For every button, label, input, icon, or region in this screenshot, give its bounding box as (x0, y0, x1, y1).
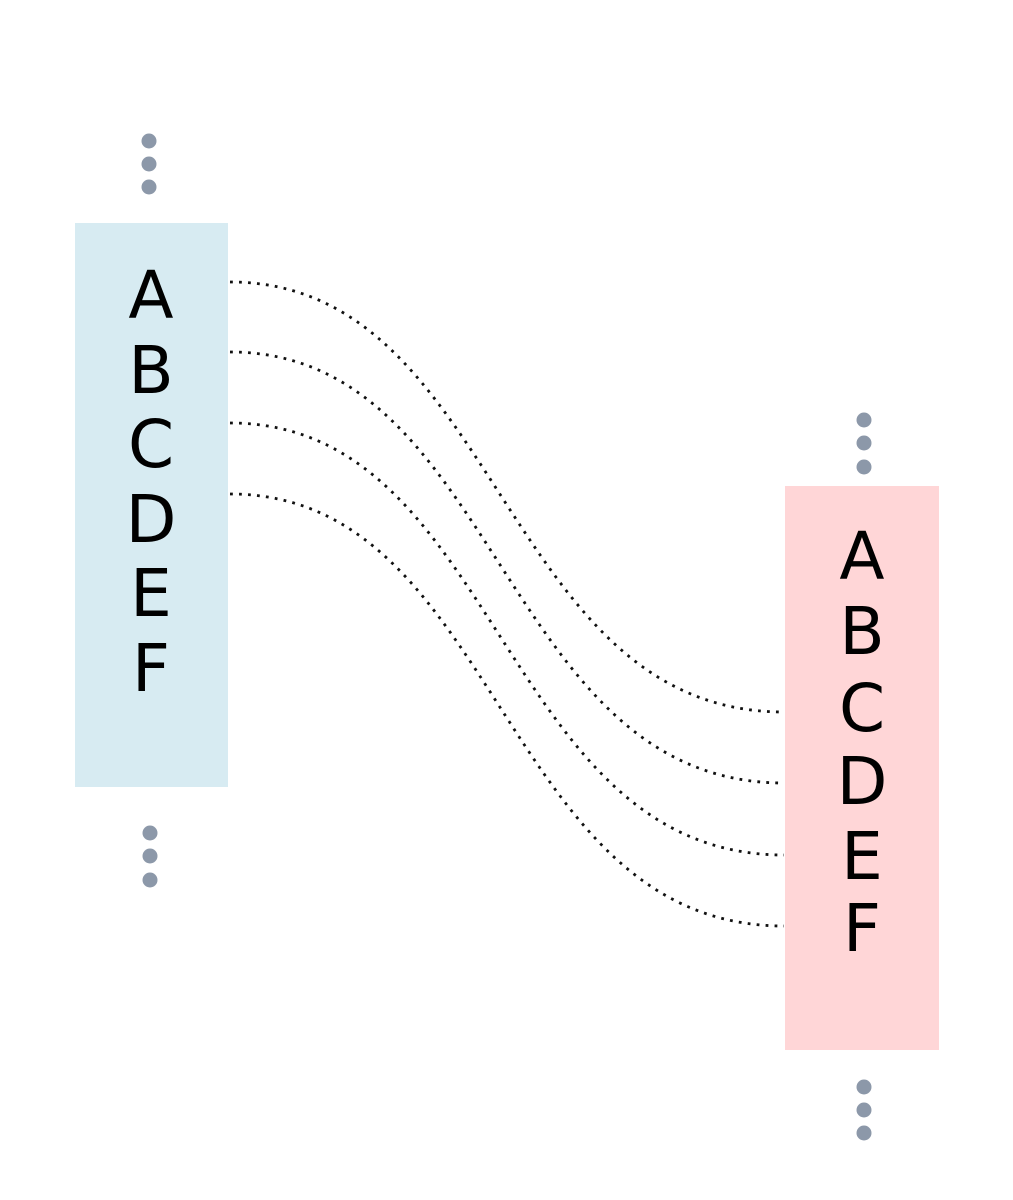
connector-c-to-e (229, 421, 785, 857)
ellipsis-dot (856, 1125, 872, 1141)
left-letter-a: A (128, 257, 173, 334)
ellipsis-dot (856, 1079, 872, 1095)
right-letter-a: A (839, 518, 884, 595)
connector-b-to-d (229, 350, 785, 785)
left-letter-c: C (128, 406, 174, 483)
connector-lines (229, 280, 785, 928)
left-bottom-ellipsis (142, 825, 158, 888)
right-top-ellipsis (856, 412, 872, 475)
ellipsis-dot (141, 133, 157, 149)
connector-a-to-c (229, 280, 785, 714)
right-letter-b: B (839, 593, 884, 670)
right-letter-c: C (839, 670, 885, 747)
ellipsis-dot (142, 848, 158, 864)
ellipsis-dots (141, 133, 872, 1141)
left-letter-b: B (128, 332, 173, 409)
right-letter-d: D (837, 743, 888, 820)
left-letter-f: F (132, 630, 170, 707)
left-letter-d: D (126, 481, 177, 558)
right-letter-f: F (843, 890, 881, 967)
right-letter-e: E (841, 818, 883, 895)
ellipsis-dot (141, 179, 157, 195)
left-letter-e: E (130, 555, 172, 632)
left-sequence-letters: A B C D E F (126, 257, 177, 707)
ellipsis-dot (142, 825, 158, 841)
ellipsis-dot (856, 1102, 872, 1118)
left-sequence-box (75, 223, 228, 787)
right-sequence-letters: A B C D E F (837, 518, 888, 967)
ellipsis-dot (141, 156, 157, 172)
ellipsis-dot (856, 412, 872, 428)
left-top-ellipsis (141, 133, 157, 195)
ellipsis-dot (142, 872, 158, 888)
connector-d-to-f (229, 492, 785, 928)
ellipsis-dot (856, 435, 872, 451)
right-sequence-box (785, 486, 939, 1050)
ellipsis-dot (856, 459, 872, 475)
right-bottom-ellipsis (856, 1079, 872, 1141)
